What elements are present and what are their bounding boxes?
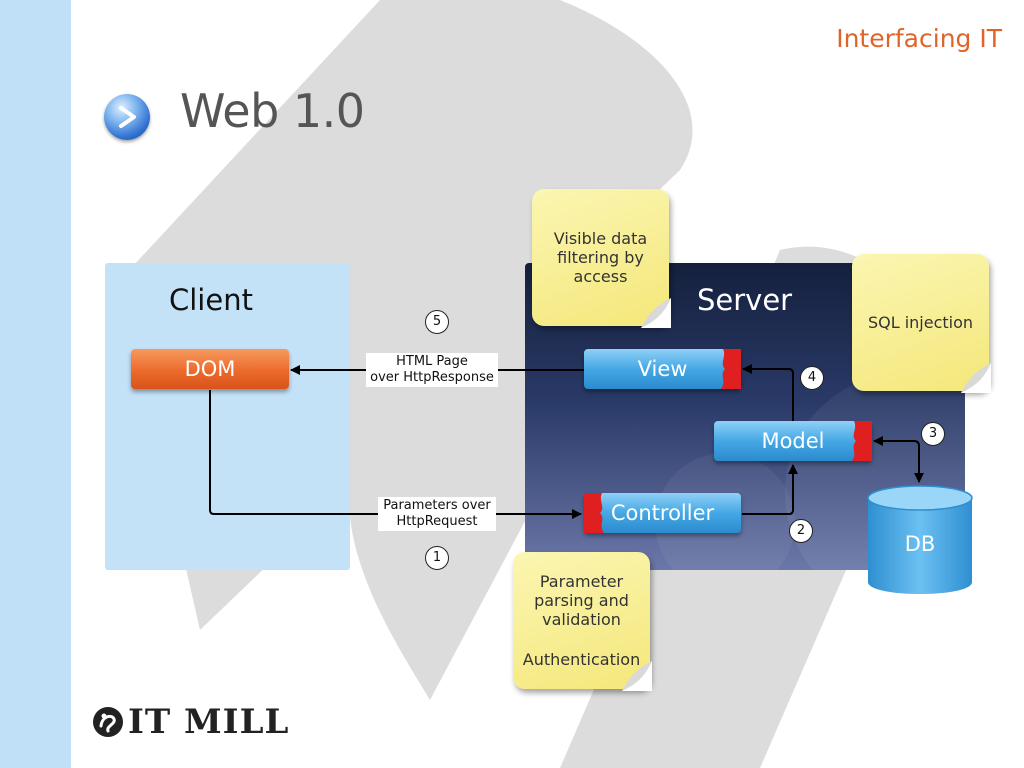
it-mill-logo-text: IT MILL — [128, 702, 290, 742]
brand-title: Interfacing IT — [836, 24, 1002, 53]
red-tab-icon — [721, 349, 741, 389]
red-tab-icon — [584, 493, 604, 533]
left-sidebar-strip — [0, 0, 71, 768]
client-panel — [105, 263, 350, 570]
model-node: Model — [714, 421, 872, 461]
step-1-badge: 1 — [425, 546, 449, 570]
view-label: View — [637, 357, 688, 381]
request-edge-label: Parameters over HttpRequest — [378, 497, 496, 531]
it-mill-logo-icon — [93, 707, 123, 737]
note-parameter-parsing: Parameter parsing and validation Authent… — [513, 552, 652, 691]
step-4-badge: 4 — [800, 366, 824, 390]
note-line: Visible data — [553, 229, 648, 248]
edge-label-line: HttpRequest — [396, 514, 478, 529]
db-label: DB — [904, 532, 936, 556]
model-label: Model — [761, 429, 825, 453]
edge-label-line: Parameters over — [383, 498, 491, 513]
database-icon — [867, 485, 973, 594]
note-line: Parameter — [539, 572, 624, 591]
dom-label: DOM — [184, 357, 236, 381]
note-sql-injection: SQL injection — [852, 254, 991, 393]
edge-label-line: over HttpResponse — [370, 370, 494, 385]
view-node: View — [584, 349, 741, 389]
note-line: SQL injection — [867, 313, 974, 332]
page-curl-icon — [641, 298, 671, 328]
note-line: filtering by — [557, 248, 644, 267]
response-edge-label: HTML Page over HttpResponse — [366, 353, 498, 387]
arrow-circle-icon — [104, 94, 150, 140]
step-3-badge: 3 — [921, 422, 945, 446]
page-curl-icon — [961, 363, 991, 393]
red-tab-icon — [852, 421, 872, 461]
note-line: parsing and — [534, 591, 629, 610]
page-curl-icon — [622, 661, 652, 691]
controller-label: Controller — [610, 501, 715, 525]
page-title: Web 1.0 — [180, 84, 365, 138]
note-line: access — [573, 267, 628, 286]
server-label: Server — [697, 283, 793, 317]
dom-node: DOM — [131, 349, 289, 389]
step-5-badge: 5 — [425, 310, 449, 334]
note-visible-data-filtering: Visible data filtering by access — [532, 189, 671, 328]
step-2-badge: 2 — [789, 519, 813, 543]
edge-label-line: HTML Page — [396, 354, 468, 369]
note-line: validation — [542, 610, 621, 629]
client-label: Client — [169, 283, 253, 317]
controller-node: Controller — [584, 493, 741, 533]
note-line: Authentication — [522, 650, 641, 669]
